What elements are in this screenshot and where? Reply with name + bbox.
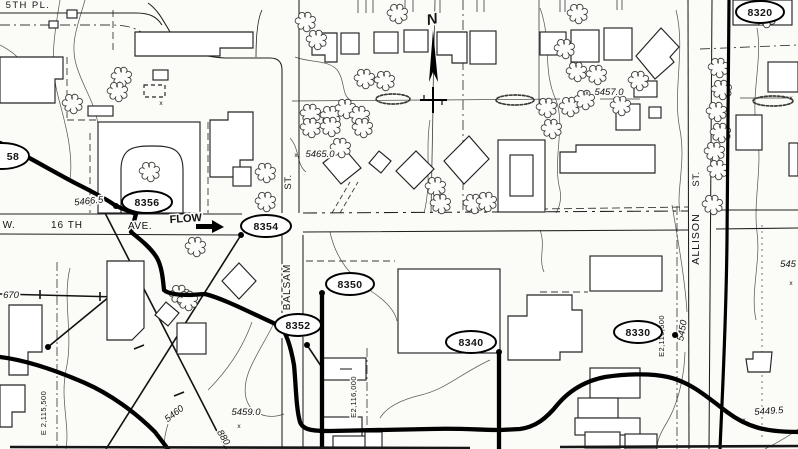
contour-670: 670 xyxy=(3,290,20,301)
north-label: N xyxy=(425,10,440,29)
manhole-number-8340: 8340 xyxy=(459,337,484,349)
street-balsam-st: ST. xyxy=(283,174,294,189)
spot-5459-0: 5459.0 xyxy=(231,407,261,418)
contour-5460: 5460 xyxy=(163,403,187,425)
x-mark: x xyxy=(789,95,793,102)
manhole-badges: 58 8356 8354 8350 8352 8340 8330 8320 xyxy=(0,0,785,354)
street-ave: AVE. xyxy=(128,221,152,232)
manhole-badge-8320 xyxy=(735,0,785,24)
street-16th: 16 TH xyxy=(51,220,83,231)
manhole-badge-8350 xyxy=(325,272,375,296)
manhole-number-8320: 8320 xyxy=(748,7,773,19)
x-mark: x xyxy=(585,90,589,97)
spot-5466-5: 5466.5 xyxy=(74,194,105,208)
grid-cross-icon xyxy=(420,87,447,113)
street-allison-st: ST. xyxy=(691,171,702,186)
manhole-dots xyxy=(45,203,678,355)
north-arrow-icon xyxy=(429,30,438,82)
easting-2115500: E 2,115,500 xyxy=(39,391,48,435)
manhole-number-8358: 58 xyxy=(7,151,19,163)
manhole-badge-8356 xyxy=(121,190,173,214)
manhole-badge-8358 xyxy=(0,142,30,170)
manhole-badge-8340 xyxy=(445,330,497,354)
spot-5457-0: 5457.0 xyxy=(594,87,624,98)
manhole-number-8354: 8354 xyxy=(254,221,279,233)
street-balsam: BALSAM xyxy=(282,264,293,311)
flow-arrow-icon xyxy=(196,220,224,233)
state-plane-grid xyxy=(56,97,786,449)
lot-lines xyxy=(0,0,798,440)
manhole-badge-8330 xyxy=(613,320,663,344)
street-5th-pl: 5TH PL. xyxy=(6,0,51,11)
hedges xyxy=(375,93,794,107)
contour-880: 880 xyxy=(214,428,232,448)
street-allison: ALLISON xyxy=(690,213,702,264)
contour-5450: 5450 xyxy=(675,319,690,342)
spot-5449-5: 5449.5 xyxy=(754,405,784,418)
manhole-number-8356: 8356 xyxy=(135,197,160,209)
x-mark: x xyxy=(159,100,163,107)
spot-545-partial: 545 xyxy=(780,259,797,270)
manhole-number-8330: 8330 xyxy=(626,327,651,339)
manhole-number-8352: 8352 xyxy=(286,320,311,332)
manhole-badge-8354 xyxy=(240,214,292,238)
flow-label: FLOW xyxy=(169,212,203,226)
survey-lines xyxy=(0,210,322,449)
x-mark: x xyxy=(294,152,298,159)
sheet-edge-line xyxy=(9,444,798,449)
manhole-number-8350: 8350 xyxy=(338,279,363,291)
x-mark: x xyxy=(237,423,241,430)
spot-5465-0: 5465.0 xyxy=(305,149,335,160)
x-mark: x xyxy=(789,280,793,287)
manhole-badge-8352 xyxy=(274,313,322,337)
x-mark: x xyxy=(742,417,746,424)
street-w: W. xyxy=(3,220,16,231)
easting-2116000: E2,116,000 xyxy=(349,376,358,418)
